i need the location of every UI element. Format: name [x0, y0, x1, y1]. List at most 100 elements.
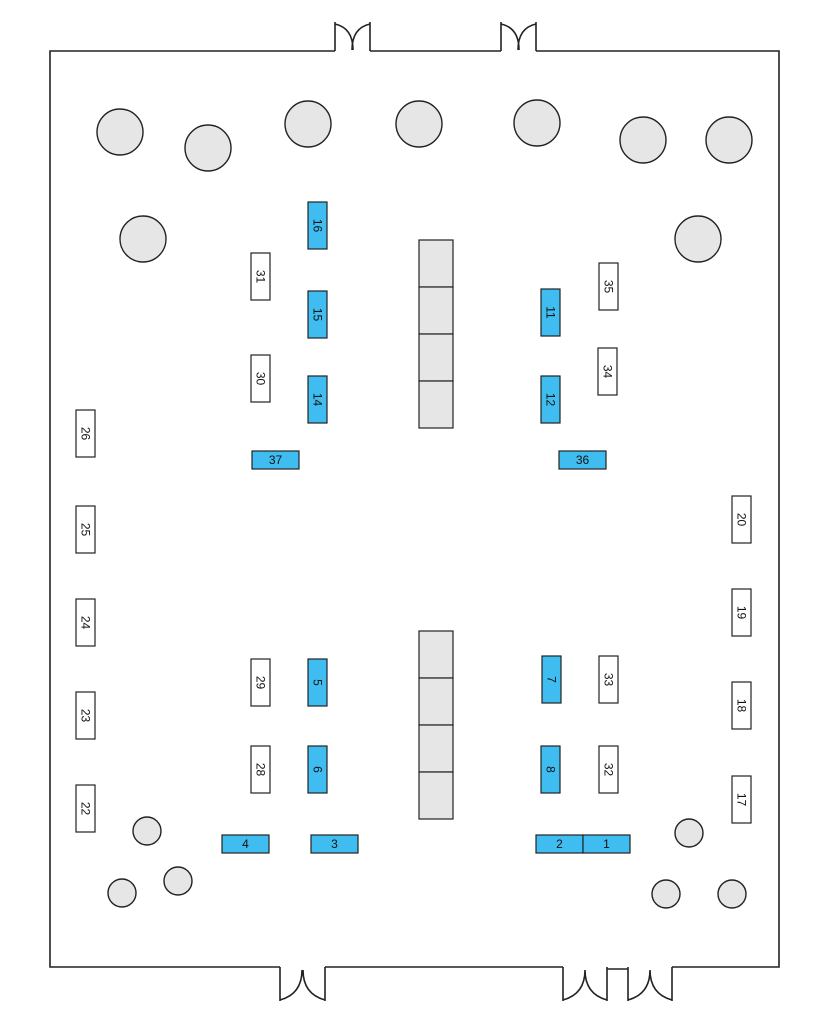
booth-17[interactable]: 17	[731, 775, 752, 824]
booth-14[interactable]: 14	[307, 375, 328, 424]
booth-box	[307, 658, 328, 707]
booth-label: 8	[544, 766, 558, 773]
booth-label: 1	[603, 837, 610, 851]
door-bottom-left[interactable]	[279, 967, 326, 1001]
booth-6[interactable]: 6	[307, 745, 328, 794]
booth-box	[582, 834, 631, 854]
round-tables	[96, 99, 753, 909]
booth-label: 35	[602, 280, 616, 294]
booth-28[interactable]: 28	[250, 745, 271, 794]
round-table-icon	[284, 100, 332, 148]
booth-25[interactable]: 25	[75, 505, 96, 554]
round-table-icon	[705, 116, 753, 164]
booth-box	[75, 598, 96, 647]
booth-label: 32	[602, 763, 616, 777]
booth-box	[221, 834, 270, 854]
booth-5[interactable]: 5	[307, 658, 328, 707]
center-table-bottom	[418, 630, 454, 820]
booth-16[interactable]: 16	[307, 201, 328, 250]
booth-box	[307, 745, 328, 794]
booth-label: 6	[311, 766, 325, 773]
round-table-icon	[184, 124, 232, 172]
round-table-icon	[96, 108, 144, 156]
door-icon	[500, 22, 537, 51]
booth-36[interactable]: 36	[558, 450, 607, 470]
booth-label: 12	[544, 393, 558, 407]
booth-15[interactable]: 15	[307, 290, 328, 339]
booth-box	[540, 288, 561, 337]
door-top-right[interactable]	[500, 22, 537, 51]
booth-label: 3	[331, 837, 338, 851]
booth-label: 4	[242, 837, 249, 851]
door-icon	[279, 967, 326, 1001]
round-table-icon	[132, 816, 162, 846]
booth-23[interactable]: 23	[75, 691, 96, 740]
booth-box	[307, 290, 328, 339]
center-table-cell	[418, 333, 454, 382]
booth-box	[598, 655, 619, 704]
booth-31[interactable]: 31	[250, 252, 271, 301]
booth-box	[310, 834, 359, 854]
round-table-icon	[163, 866, 193, 896]
booth-29[interactable]: 29	[250, 658, 271, 707]
booth-box	[75, 784, 96, 833]
booth-label: 31	[254, 270, 268, 284]
booth-box	[731, 681, 752, 730]
center-table-cell	[418, 286, 454, 335]
door-bottom-right[interactable]	[562, 967, 673, 1001]
booth-label: 28	[254, 763, 268, 777]
booth-label: 24	[79, 616, 93, 630]
booth-11[interactable]: 11	[540, 288, 561, 337]
booth-22[interactable]: 22	[75, 784, 96, 833]
center-table-cell	[418, 724, 454, 773]
booth-7[interactable]: 7	[541, 655, 562, 704]
booth-2[interactable]: 2	[535, 834, 584, 854]
booth-35[interactable]: 35	[598, 262, 619, 311]
booth-box	[250, 252, 271, 301]
round-table-icon	[395, 100, 443, 148]
booth-label: 18	[735, 699, 749, 713]
booth-box	[731, 495, 752, 544]
round-table-icon	[651, 879, 681, 909]
round-table-icon	[717, 879, 747, 909]
round-table-icon	[674, 818, 704, 848]
booth-19[interactable]: 19	[731, 588, 752, 637]
booth-12[interactable]: 12	[540, 375, 561, 424]
booth-label: 15	[311, 308, 325, 322]
booth-label: 17	[735, 793, 749, 807]
doors	[279, 22, 673, 1001]
booth-20[interactable]: 20	[731, 495, 752, 544]
booth-34[interactable]: 34	[597, 347, 618, 396]
center-table-cell	[418, 239, 454, 288]
booth-32[interactable]: 32	[598, 745, 619, 794]
booth-box	[250, 658, 271, 707]
round-table-icon	[119, 215, 167, 263]
booth-box	[540, 745, 561, 794]
outer-wall	[49, 50, 780, 968]
booth-30[interactable]: 30	[250, 354, 271, 403]
door-icon	[334, 22, 371, 51]
door-top-left[interactable]	[334, 22, 371, 51]
booth-label: 16	[311, 219, 325, 233]
booth-26[interactable]: 26	[75, 409, 96, 458]
booth-box	[731, 775, 752, 824]
center-table-cell	[418, 677, 454, 726]
booth-24[interactable]: 24	[75, 598, 96, 647]
booth-18[interactable]: 18	[731, 681, 752, 730]
door-icon	[562, 967, 673, 1001]
booth-1[interactable]: 1	[582, 834, 631, 854]
booth-3[interactable]: 3	[310, 834, 359, 854]
booth-box	[75, 409, 96, 458]
round-table-icon	[619, 116, 667, 164]
booth-4[interactable]: 4	[221, 834, 270, 854]
booth-37[interactable]: 37	[251, 450, 300, 470]
booth-label: 2	[556, 837, 563, 851]
booth-label: 34	[601, 365, 615, 379]
booth-box	[731, 588, 752, 637]
booth-box	[598, 262, 619, 311]
booth-box	[558, 450, 607, 470]
booth-33[interactable]: 33	[598, 655, 619, 704]
booth-label: 25	[79, 523, 93, 537]
booth-8[interactable]: 8	[540, 745, 561, 794]
